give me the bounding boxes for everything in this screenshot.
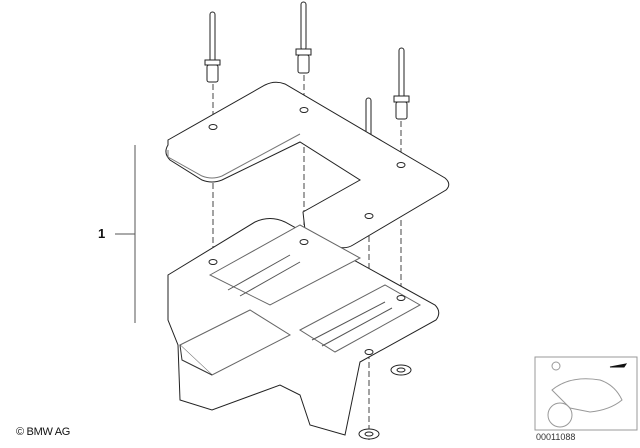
rivet-icon: [295, 1, 312, 74]
callout-bracket: [115, 145, 136, 323]
holder-housing: [167, 218, 440, 436]
image-code: 00011088: [536, 432, 576, 442]
washer-icon: [358, 428, 380, 440]
washer-icon: [390, 364, 412, 376]
callout-label: 1: [98, 226, 106, 241]
rivet-icon: [393, 47, 410, 120]
motorcycle-thumbnail: [534, 356, 638, 431]
mounting-plate: [165, 81, 450, 249]
rivet-icon: [204, 11, 221, 83]
copyright-text: © BMW AG: [16, 426, 70, 438]
